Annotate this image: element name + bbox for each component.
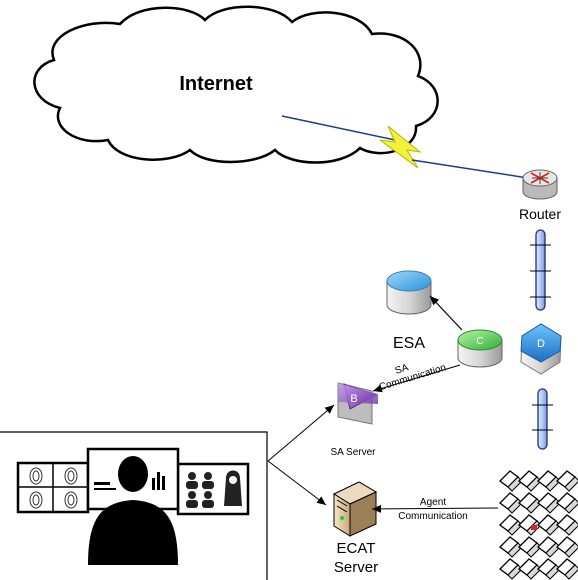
c-to-esa-arrow	[429, 295, 463, 331]
hexagon-icon[interactable]: D	[520, 323, 562, 375]
sa-communication-line2: Communication	[378, 362, 448, 393]
sa-communication-label: SA Communication	[378, 362, 448, 393]
analyst-to-ecat-arrow	[267, 460, 327, 506]
internet-cloud: Internet	[33, 5, 439, 164]
agent-laptop-icon	[518, 470, 542, 492]
agent-communication-arrow	[371, 504, 499, 513]
b-letter: B	[350, 393, 357, 405]
internet-label: Internet	[179, 73, 253, 95]
router-label: Router	[519, 206, 561, 222]
router-icon[interactable]	[522, 169, 558, 200]
analyst-to-sa-arrow	[267, 404, 335, 462]
agent-laptop-icon	[537, 470, 561, 492]
laptop-grid-icon	[499, 470, 578, 580]
agent-communication-line2: Communication	[398, 511, 467, 522]
green-cylinder-icon[interactable]: C	[457, 329, 503, 368]
sa-communication-arrow	[372, 364, 461, 393]
sa-communication-line1: SA	[394, 362, 410, 377]
agent-laptop-icon	[556, 492, 578, 514]
ecat-server-label-line2: Server	[334, 559, 378, 576]
wan-link	[281, 115, 529, 179]
analyst-workstation-icon	[16, 447, 250, 565]
network-segment-upper	[530, 229, 551, 311]
d-letter: D	[537, 338, 545, 350]
agent-laptop-icon	[499, 470, 523, 492]
agent-laptop-icon	[537, 514, 561, 536]
agent-laptop-icon	[556, 558, 578, 580]
agent-laptop-icon	[518, 536, 542, 558]
agent-laptop-icon	[556, 514, 578, 536]
alert-marker	[531, 525, 537, 530]
agent-laptop-icon	[537, 536, 561, 558]
sa-server-label: SA Server	[330, 447, 376, 458]
esa-database-icon[interactable]	[386, 270, 432, 315]
server-tower-icon[interactable]	[332, 481, 378, 537]
agent-laptop-icon	[556, 470, 578, 492]
analyst-panel-frame	[0, 431, 268, 580]
c-letter: C	[476, 336, 483, 347]
ecat-server-label-line1: ECAT	[337, 540, 376, 557]
agent-laptop-icon	[556, 536, 578, 558]
network-segment-lower	[532, 388, 553, 450]
agent-laptop-icon	[499, 536, 523, 558]
sa-server-icon[interactable]: B	[337, 382, 378, 425]
esa-label: ESA	[393, 335, 425, 352]
agent-communication-line1: Agent	[420, 497, 446, 508]
